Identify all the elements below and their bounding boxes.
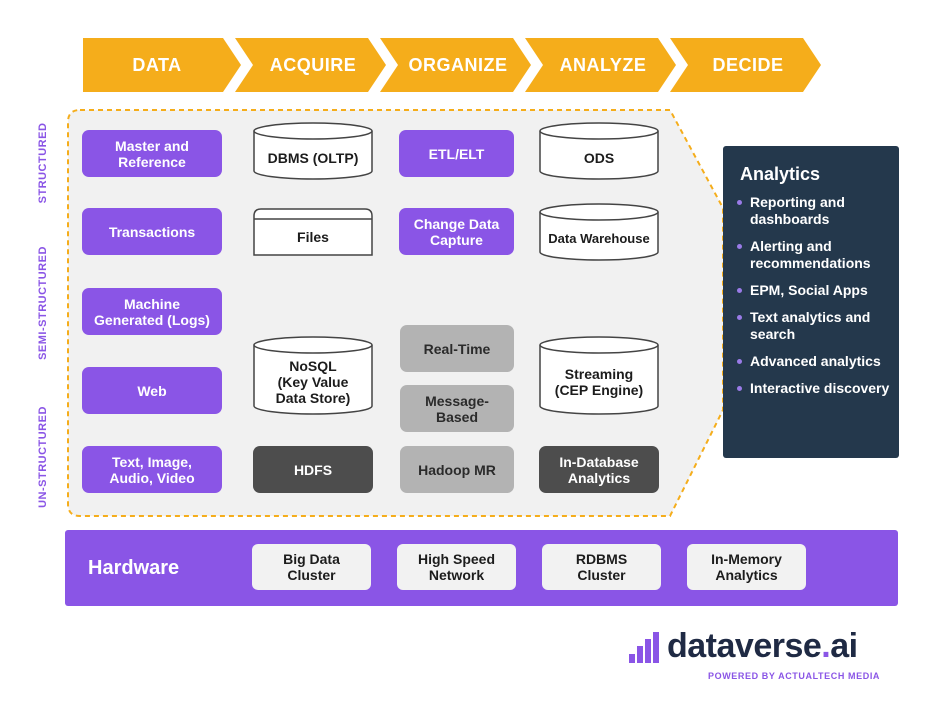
stage-label-organize: ORGANIZE	[408, 54, 508, 75]
realtime-box: Real-Time	[400, 325, 514, 372]
stage-label-analyze: ANALYZE	[559, 54, 647, 75]
hardware-rdbms-cluster: RDBMS Cluster	[542, 544, 661, 590]
bar-chart-logo-icon	[629, 632, 659, 663]
chevron-analyze	[525, 38, 676, 92]
hardware-in-memory-analytics: In-Memory Analytics	[687, 544, 806, 590]
source-transactions: Transactions	[82, 208, 222, 255]
dbms-label: DBMS (OLTP)	[267, 150, 359, 166]
streaming-label: Streaming (CEP Engine)	[554, 366, 644, 398]
bullet-icon	[737, 200, 742, 205]
message-based-box: Message- Based	[400, 385, 514, 432]
analytics-title: Analytics	[740, 164, 821, 184]
chevron-acquire	[235, 38, 386, 92]
etl-box: ETL/ELT	[399, 130, 514, 177]
nosql-label: NoSQL (Key Value Data Store)	[275, 358, 351, 406]
cdc-box: Change Data Capture	[399, 208, 514, 255]
chevron-decide	[670, 38, 821, 92]
streaming-cylinder: Streaming (CEP Engine)	[539, 335, 659, 415]
ods-cylinder: ODS	[539, 122, 659, 180]
analytics-item: Interactive discovery	[735, 380, 895, 397]
dbms-cylinder: DBMS (OLTP)	[253, 122, 373, 180]
source-text-image-audio-video: Text, Image, Audio, Video	[82, 446, 222, 493]
bullet-icon	[737, 244, 742, 249]
warehouse-cylinder: Data Warehouse	[539, 203, 659, 261]
hardware-bar: Hardware Big Data Cluster High Speed Net…	[65, 530, 898, 606]
nosql-cylinder: NoSQL (Key Value Data Store)	[253, 335, 373, 415]
source-machine-generated: Machine Generated (Logs)	[82, 288, 222, 335]
stage-label-acquire: ACQUIRE	[269, 54, 357, 75]
brand-tagline: POWERED BY ACTUALTECH MEDIA	[708, 671, 881, 681]
brand-dot: .	[821, 627, 831, 665]
cylinder-shape	[253, 336, 373, 415]
cylinder-shape	[539, 203, 659, 261]
bullet-icon	[737, 315, 742, 320]
analytics-item: Advanced analytics	[735, 353, 895, 370]
files-label: Files	[297, 229, 329, 245]
analytics-item: EPM, Social Apps	[735, 282, 895, 299]
analytics-item-label: Interactive discovery	[750, 380, 890, 396]
cylinder-shape	[539, 336, 659, 415]
hardware-title: Hardware	[88, 556, 180, 579]
bullet-icon	[737, 288, 742, 293]
analytics-panel: Analytics Reporting and dashboards Alert…	[723, 146, 899, 458]
warehouse-label: Data Warehouse	[548, 231, 650, 246]
in-database-box: In-Database Analytics	[539, 446, 659, 493]
source-web: Web	[82, 367, 222, 414]
brand-name-left: dataverse	[667, 627, 822, 665]
analytics-item-label: Alerting and recommendations	[750, 238, 871, 271]
bullet-icon	[737, 359, 742, 364]
hardware-big-data-cluster: Big Data Cluster	[252, 544, 371, 590]
source-master-reference: Master and Reference	[82, 130, 222, 177]
hdfs-box: HDFS	[253, 446, 373, 493]
analytics-item: Alerting and recommendations	[735, 238, 895, 272]
analytics-list: Reporting and dashboards Alerting and re…	[735, 194, 895, 407]
files-box: Files	[253, 208, 373, 256]
files-shape	[253, 208, 373, 256]
analytics-item: Reporting and dashboards	[735, 194, 895, 228]
bullet-icon	[737, 386, 742, 391]
chevron-organize	[380, 38, 531, 92]
stage-label-decide: DECIDE	[712, 54, 784, 75]
analytics-item-label: EPM, Social Apps	[750, 282, 868, 298]
analytics-item-label: Advanced analytics	[750, 353, 881, 369]
analytics-item-label: Text analytics and search	[750, 309, 871, 342]
analytics-item: Text analytics and search	[735, 309, 895, 343]
ods-label: ODS	[583, 150, 615, 166]
brand-wordmark: dataverse.ai	[667, 627, 858, 666]
analytics-item-label: Reporting and dashboards	[750, 194, 845, 227]
cylinder-shape	[253, 122, 373, 180]
cylinder-shape	[539, 122, 659, 180]
chevron-shapes	[83, 38, 821, 92]
chevron-data	[83, 38, 241, 92]
stage-label-data: DATA	[132, 54, 182, 75]
hadoop-mr-box: Hadoop MR	[400, 446, 514, 493]
brand-name-right: ai	[830, 627, 858, 665]
hardware-high-speed-network: High Speed Network	[397, 544, 516, 590]
